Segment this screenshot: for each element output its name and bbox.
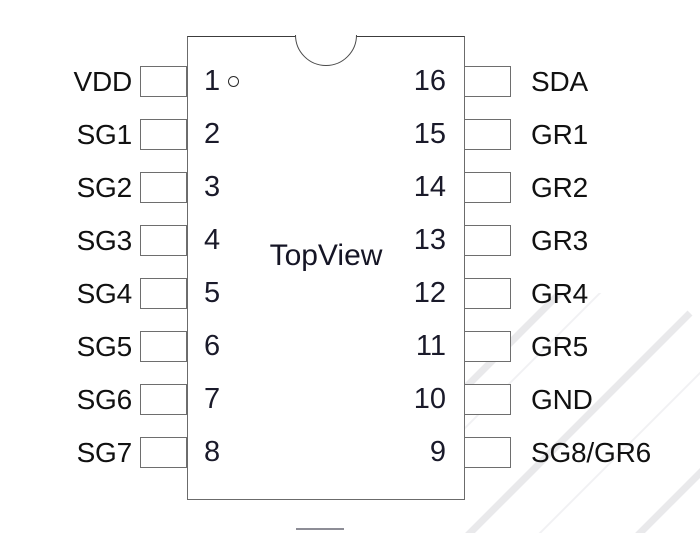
pin-number-right-16: 16 (413, 65, 446, 97)
pin-number-right-14: 14 (413, 171, 446, 203)
pin-number-right-13: 13 (413, 224, 446, 256)
pin-number-right-12: 12 (413, 277, 446, 309)
pin-lead-right-16 (464, 66, 511, 97)
pin-lead-left-2 (140, 119, 187, 150)
pin-lead-right-14 (464, 172, 511, 203)
pin-number-right-15: 15 (413, 118, 446, 150)
pin-number-left-5: 5 (204, 277, 221, 309)
pin-number-right-10: 10 (413, 383, 446, 415)
pin-label-right-11: GR5 (531, 331, 588, 362)
pin-lead-right-10 (464, 384, 511, 415)
pin-lead-right-9 (464, 437, 511, 468)
pin-lead-left-3 (140, 172, 187, 203)
pin-number-left-2: 2 (204, 118, 221, 150)
pin-label-left-6: SG5 (76, 331, 133, 362)
pin-label-left-4: SG3 (76, 225, 133, 256)
pin-number-right-11: 11 (415, 330, 446, 362)
pin-label-right-14: GR2 (531, 172, 588, 203)
pin-label-right-13: GR3 (531, 225, 588, 256)
pin-number-left-1: 1 (204, 65, 221, 97)
pin-lead-left-8 (140, 437, 187, 468)
pin-lead-right-11 (464, 331, 511, 362)
pin-label-right-16: SDA (531, 66, 588, 97)
pin-label-left-1: VDD (73, 66, 132, 97)
pin-label-left-8: SG7 (76, 437, 133, 468)
pin-label-left-7: SG6 (76, 384, 133, 415)
pin-lead-left-1 (140, 66, 187, 97)
pin-lead-left-5 (140, 278, 187, 309)
pin-label-right-12: GR4 (531, 278, 588, 309)
pin-number-left-6: 6 (204, 330, 221, 362)
pin-number-left-8: 8 (204, 436, 221, 468)
pin-label-left-3: SG2 (76, 172, 133, 203)
pin-label-right-15: GR1 (531, 119, 588, 150)
chip-body-outline (187, 36, 465, 500)
pin-number-left-4: 4 (204, 224, 221, 256)
pin-number-left-7: 7 (204, 383, 221, 415)
pin-lead-right-15 (464, 119, 511, 150)
pin-number-right-9: 9 (429, 436, 446, 468)
pin-label-right-9: SG8/GR6 (531, 437, 651, 468)
pin-label-left-5: SG4 (76, 278, 133, 309)
pin-label-left-2: SG1 (76, 119, 133, 150)
cropped-lead-fragment (296, 528, 344, 530)
pin-lead-right-13 (464, 225, 511, 256)
pin-lead-left-6 (140, 331, 187, 362)
pin-1-marker-icon (228, 76, 239, 87)
pin-lead-right-12 (464, 278, 511, 309)
pin-number-left-3: 3 (204, 171, 221, 203)
pin-lead-left-4 (140, 225, 187, 256)
pin-label-right-10: GND (531, 384, 593, 415)
top-view-caption: TopView (269, 239, 383, 272)
pin-lead-left-7 (140, 384, 187, 415)
